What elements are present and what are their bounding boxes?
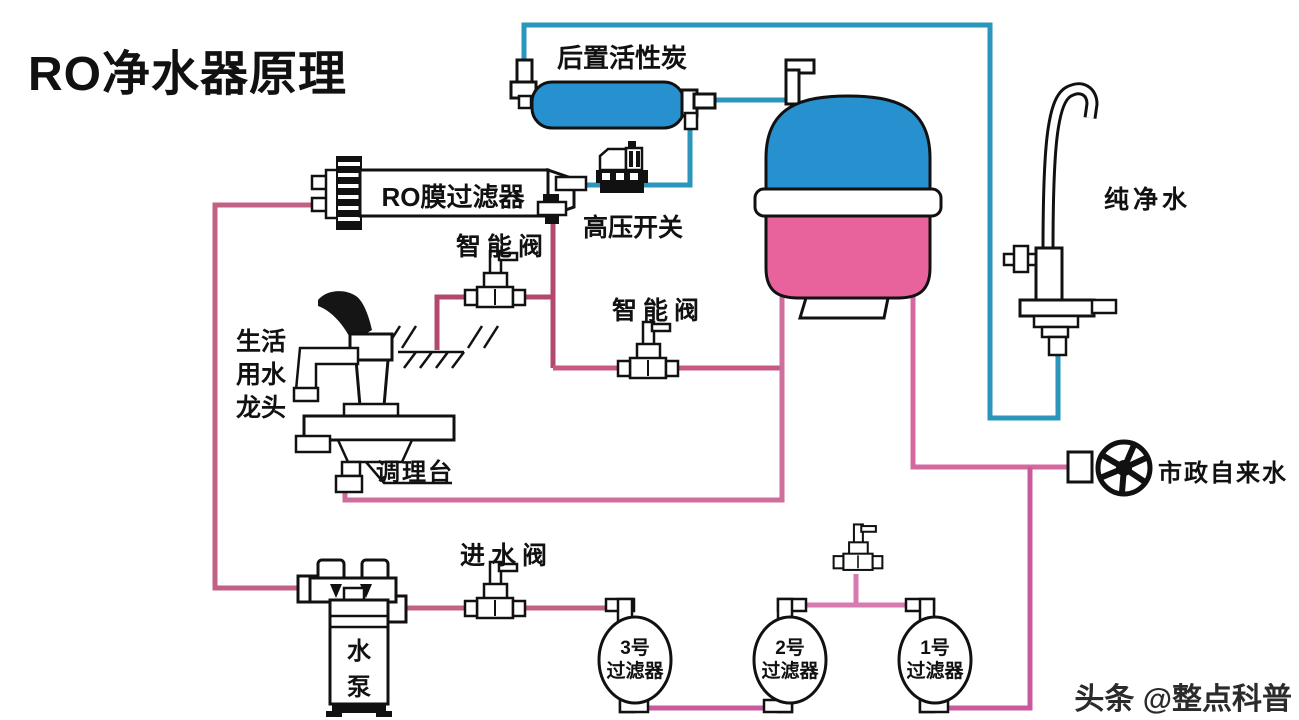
domestic-faucet-label-line2: 用水 [235,361,286,389]
pump-label: 水 泵 [342,634,376,706]
smart-valve-2-label: 智能阀 [612,297,706,325]
mini-solenoid-valve [832,523,884,572]
domestic-faucet-label-line1: 生活 [235,328,286,356]
filter-1-label-line1: 1号 [920,638,950,659]
filter-2-label: 2号 过滤器 [758,637,822,683]
filter-1-label-line2: 过滤器 [906,661,964,682]
smart-valve-1-label: 智能阀 [456,233,550,261]
inlet-valve-label: 进水阀 [460,542,554,570]
pump-label-line1: 水 [347,638,371,665]
domestic-faucet [292,291,456,494]
post-carbon-label: 后置活性炭 [556,43,687,73]
booster-pump [296,558,408,717]
pure-water-label: 纯净水 [1104,186,1192,214]
filter-2-label-line2: 过滤器 [761,661,819,682]
pipe-pump-to-ro [212,202,337,591]
ro-membrane-label: RO膜过滤器 [381,182,525,212]
filter-3 [597,597,673,714]
pipe-pure-top-loop [521,22,1061,421]
municipal-valve [1066,439,1153,497]
filter-1 [897,597,973,714]
filter-2 [752,597,828,714]
counter-label: 调理台 [376,459,454,486]
municipal-water-label: 市政自来水 [1158,460,1288,487]
high-pressure-switch [596,141,648,193]
ro-membrane-filter [310,156,588,230]
pure-water-faucet [1002,82,1118,357]
diagram-title: RO净水器原理 [28,48,348,101]
drain-symbol [384,325,500,369]
pipe-municipal-to-filter1 [945,467,1033,711]
filter-2-label-line1: 2号 [775,638,805,659]
filter-3-label: 3号 过滤器 [603,637,667,683]
pressure-tank [753,58,943,320]
counter-leader-line [365,461,452,485]
smart-valve-2 [616,320,680,380]
filter-3-label-line2: 过滤器 [606,661,664,682]
filter-1-label: 1号 过滤器 [903,637,967,683]
filter-3-label-line1: 3号 [620,638,650,659]
domestic-faucet-label: 生活 用水 龙头 [228,326,294,425]
post-carbon-filter [509,58,717,131]
high-pressure-switch-label: 高压开关 [583,214,684,242]
pump-label-line2: 泵 [347,674,371,701]
watermark: 头条 @整点科普 [1074,683,1292,716]
domestic-faucet-label-line3: 龙头 [235,394,286,422]
pipe-municipal [910,288,1078,470]
